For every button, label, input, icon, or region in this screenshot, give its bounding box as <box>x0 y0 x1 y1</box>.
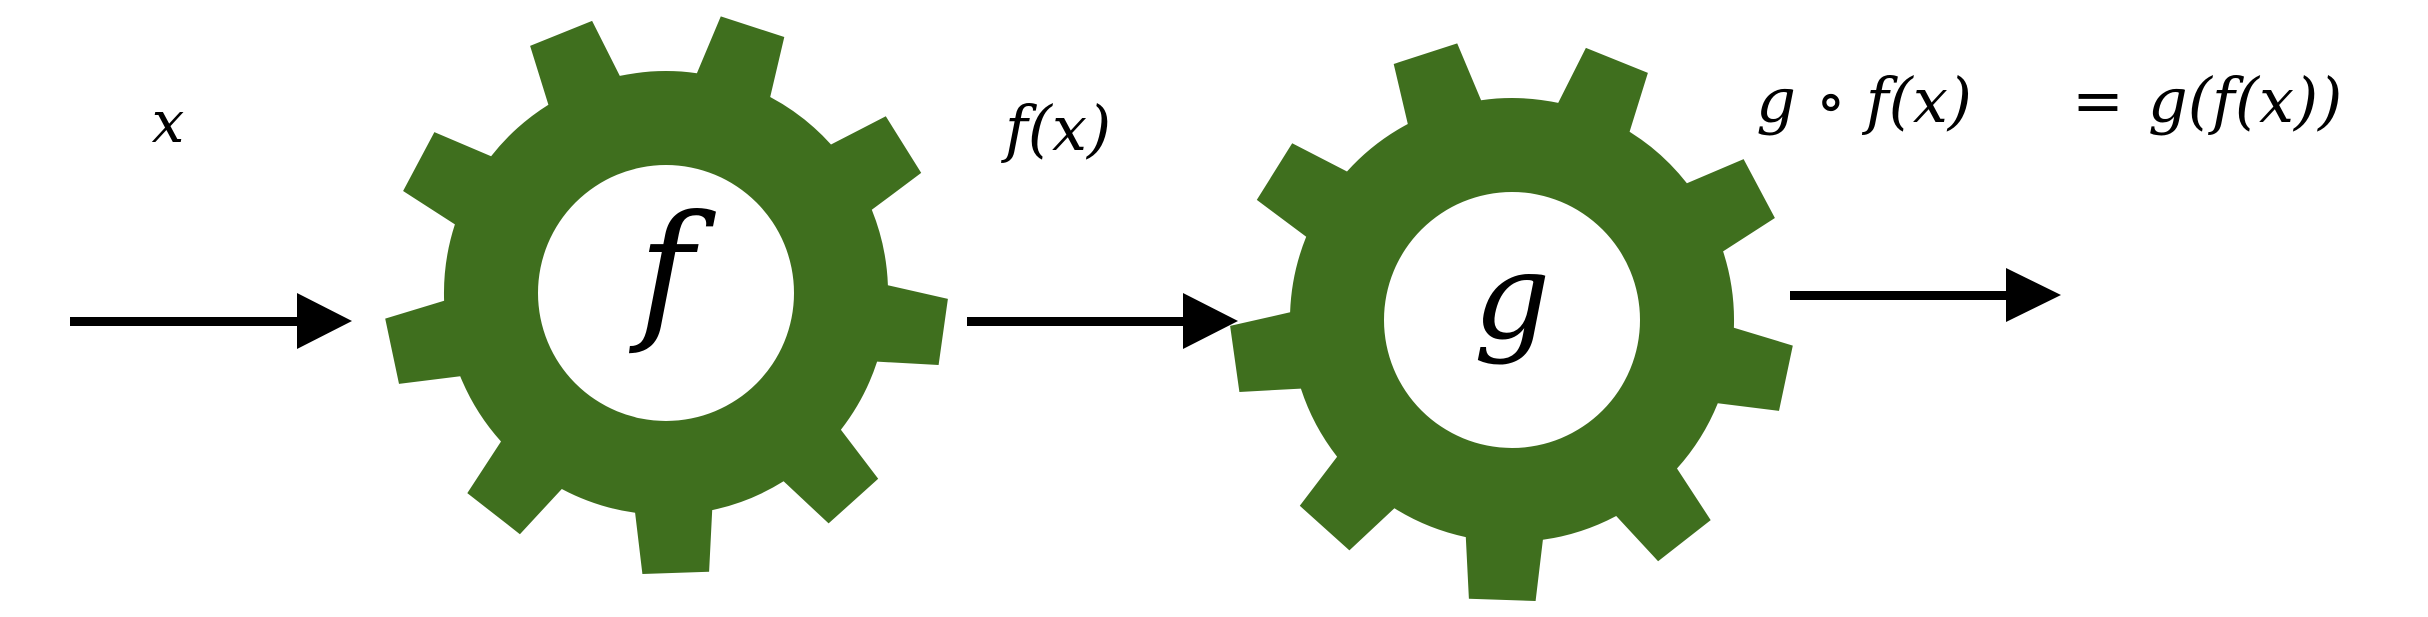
intermediate-label: f(x) <box>1001 92 1111 165</box>
gear-f-label: f <box>628 184 716 358</box>
arrow-g-output <box>1790 268 2061 322</box>
gear-g-body <box>1230 43 1793 601</box>
arrow-input-to-f <box>70 293 352 349</box>
composition-formula: g ∘ f(x) = g(f(x)) <box>1756 64 2342 137</box>
input-label: x <box>152 88 185 156</box>
composition-equals: = <box>2072 64 2124 137</box>
composition-lhs: g ∘ f(x) <box>1756 64 1972 137</box>
gear-g-label: g <box>1474 228 1551 367</box>
arrow-f-to-g <box>967 293 1238 349</box>
composition-rhs: g(f(x)) <box>2148 64 2342 137</box>
gear-f: f <box>385 16 948 574</box>
gear-f-body <box>385 16 948 574</box>
gear-g: g <box>1230 43 1793 601</box>
